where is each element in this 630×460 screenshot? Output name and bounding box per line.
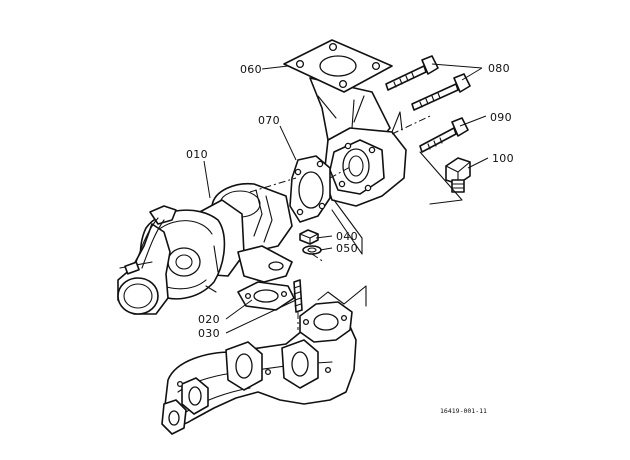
label-020: 020 — [198, 313, 220, 326]
leader-lines — [203, 63, 489, 334]
gasket-070 — [289, 155, 331, 223]
stud-030 — [293, 279, 303, 313]
exhaust-manifold — [161, 301, 357, 435]
label-010: 010 — [186, 148, 208, 161]
gasket-020 — [237, 281, 295, 311]
label-090: 090 — [490, 111, 512, 124]
label-080: 080 — [488, 62, 510, 75]
turbine-outlet-housing — [323, 99, 407, 207]
label-100: 100 — [492, 152, 514, 165]
label-030: 030 — [198, 327, 220, 340]
bolts-080 — [385, 55, 471, 111]
drawing-code: 16419-001-11 — [440, 407, 487, 415]
label-040: 040 — [336, 230, 358, 243]
assembly-center-lines — [249, 115, 463, 330]
plug-100 — [445, 157, 471, 193]
exhaust-flange-060 — [283, 39, 393, 151]
label-070: 070 — [258, 114, 280, 127]
nut-040 — [299, 229, 319, 245]
stud-bolt-090 — [419, 117, 469, 153]
label-060: 060 — [240, 63, 262, 76]
washer-050 — [302, 245, 322, 255]
label-050: 050 — [336, 242, 358, 255]
turbocharger-010 — [117, 182, 293, 315]
